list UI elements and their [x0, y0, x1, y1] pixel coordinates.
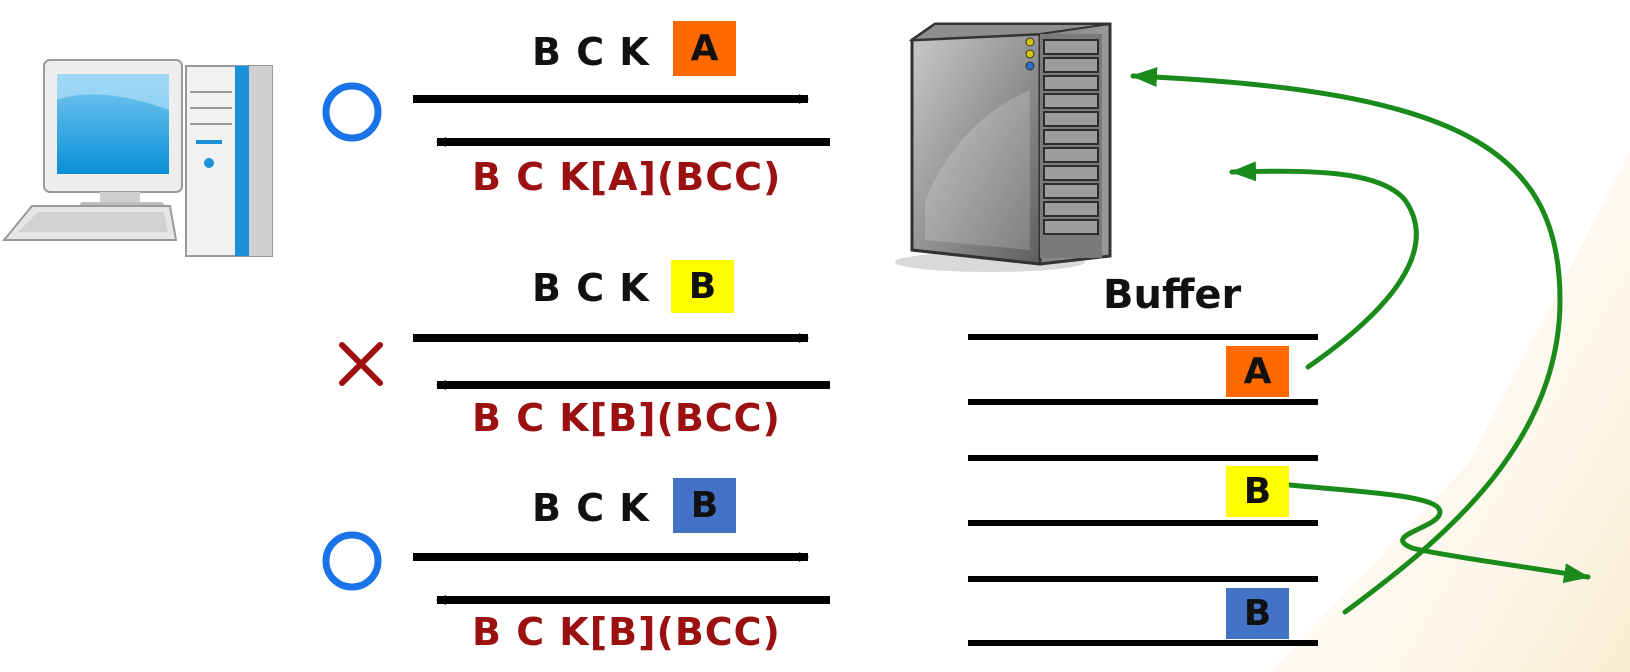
- buffer-slot-b: B: [1226, 466, 1289, 517]
- buffer-slot-a: A: [1226, 346, 1289, 397]
- flow-arrow-b-out: [1287, 482, 1591, 584]
- response-label: B C K[B](BCC): [472, 610, 781, 654]
- request-tag-a: A: [673, 21, 736, 76]
- request-label: B C K: [532, 266, 650, 310]
- flow-arrow-a-to-server: [1229, 161, 1419, 370]
- success-circle-icon: [322, 82, 382, 142]
- server-icon: [895, 22, 1112, 272]
- buffer-title: Buffer: [1103, 272, 1242, 318]
- flow-arrow-b-to-server: [1130, 67, 1563, 615]
- failure-cross-icon: [339, 342, 383, 386]
- buffer-slot-b: B: [1226, 588, 1289, 639]
- response-label: B C K[A](BCC): [472, 155, 782, 199]
- request-tag-b: B: [673, 478, 736, 533]
- request-label: B C K: [532, 486, 650, 530]
- response-label: B C K[B](BCC): [472, 396, 781, 440]
- request-label: B C K: [532, 30, 650, 74]
- success-circle-icon: [322, 531, 382, 591]
- buffer-lines: [968, 334, 1318, 646]
- computer-icon: [1, 59, 273, 257]
- request-tag-b: B: [671, 260, 734, 313]
